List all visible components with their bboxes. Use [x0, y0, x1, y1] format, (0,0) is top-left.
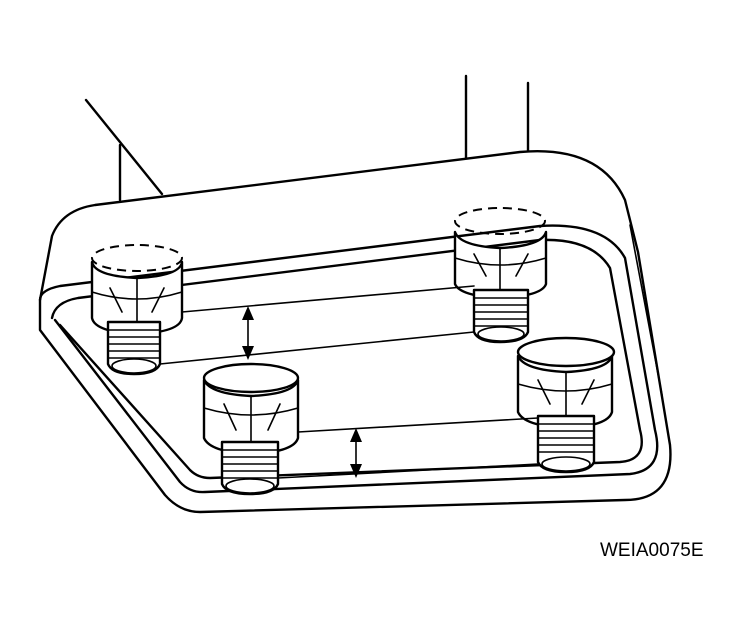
- bolt-front-right: [516, 336, 616, 474]
- figure-code: WEIA0075E: [600, 540, 704, 561]
- height-arrow-front: [350, 428, 362, 478]
- mounting-plate: [38, 150, 672, 514]
- reference-lines: [159, 285, 539, 479]
- support-frame: [84, 74, 530, 202]
- bolt-front-left: [202, 362, 300, 496]
- bolt-rear-right: [453, 207, 548, 344]
- bolt-rear-left: [90, 244, 184, 376]
- height-arrow-rear: [242, 306, 254, 360]
